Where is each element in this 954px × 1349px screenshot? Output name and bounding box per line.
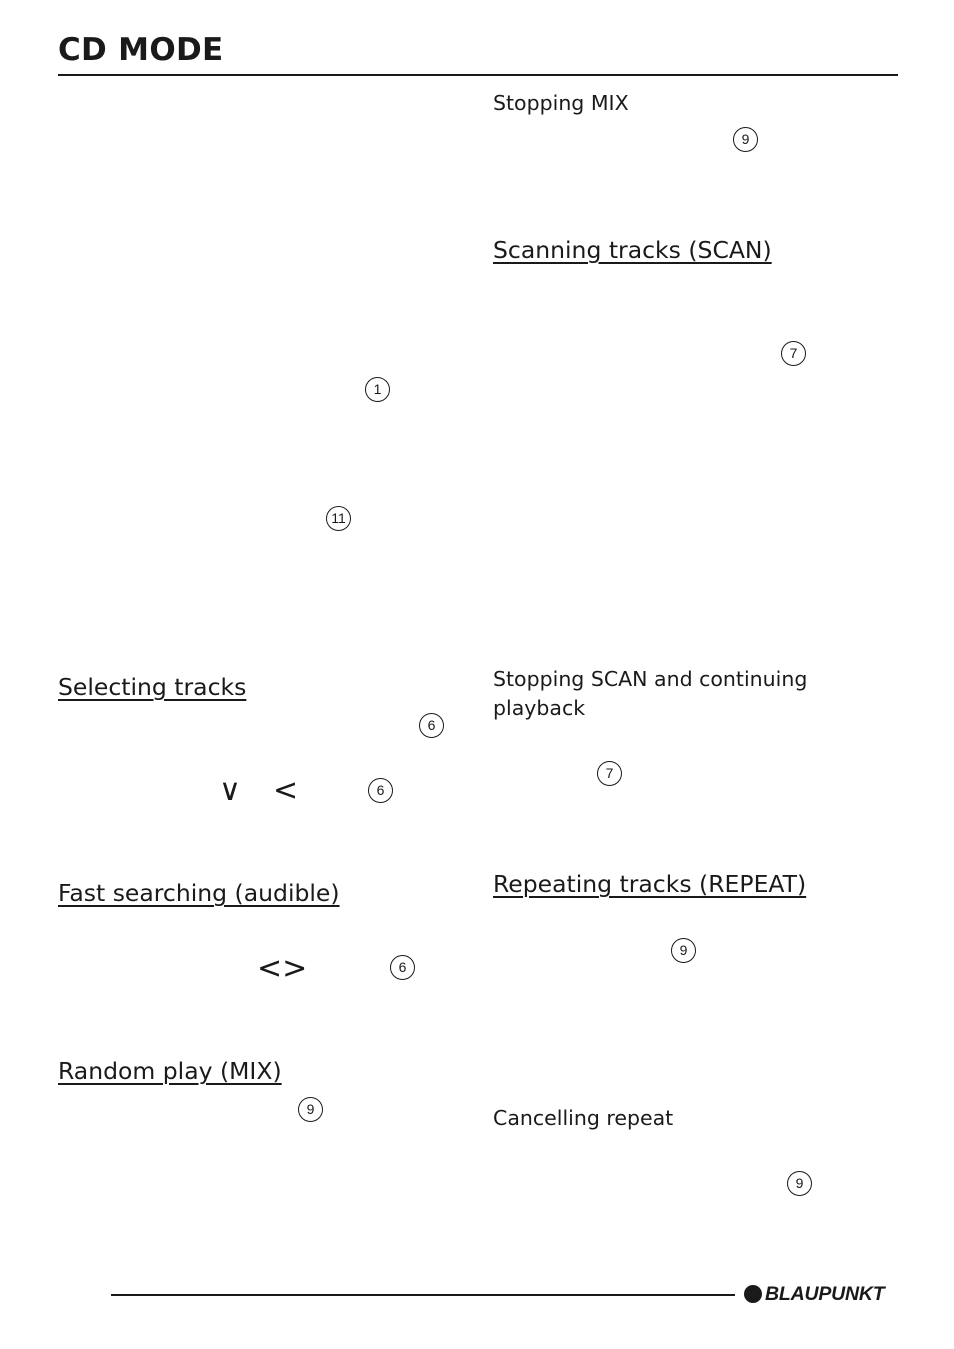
heading-stopping-scan: Stopping SCAN and continuing playback [493, 667, 808, 720]
left-arrow-icon: < [273, 773, 299, 808]
brand-logo: BLAUPUNKT [744, 1282, 885, 1306]
callout-marker: 6 [419, 713, 444, 738]
callout-marker: 7 [781, 341, 806, 366]
callout-marker: 9 [787, 1171, 812, 1196]
brand-dot-icon [744, 1285, 762, 1303]
footer-divider [111, 1294, 735, 1296]
heading-stopping-mix: Stopping MIX [493, 91, 629, 115]
left-right-arrows-icon: <> [257, 951, 308, 986]
down-arrow-icon: ∨ [219, 773, 241, 808]
callout-marker: 9 [298, 1097, 323, 1122]
brand-name: BLAUPUNKT [765, 1282, 885, 1305]
title-divider [58, 74, 898, 76]
heading-random-play: Random play (MIX) [58, 1057, 282, 1085]
callout-marker: 6 [368, 778, 393, 803]
heading-scanning-tracks: Scanning tracks (SCAN) [493, 236, 772, 264]
page-title: CD MODE [58, 32, 224, 68]
heading-selecting-tracks: Selecting tracks [58, 673, 247, 701]
heading-repeating-tracks: Repeating tracks (REPEAT) [493, 870, 807, 898]
callout-marker: 9 [671, 938, 696, 963]
heading-fast-searching: Fast searching (audible) [58, 879, 340, 907]
callout-marker: 1 [365, 377, 390, 402]
callout-marker: 7 [597, 761, 622, 786]
heading-cancelling-repeat: Cancelling repeat [493, 1106, 674, 1130]
callout-marker: 9 [733, 127, 758, 152]
callout-marker: 11 [326, 506, 351, 531]
callout-marker: 6 [390, 955, 415, 980]
